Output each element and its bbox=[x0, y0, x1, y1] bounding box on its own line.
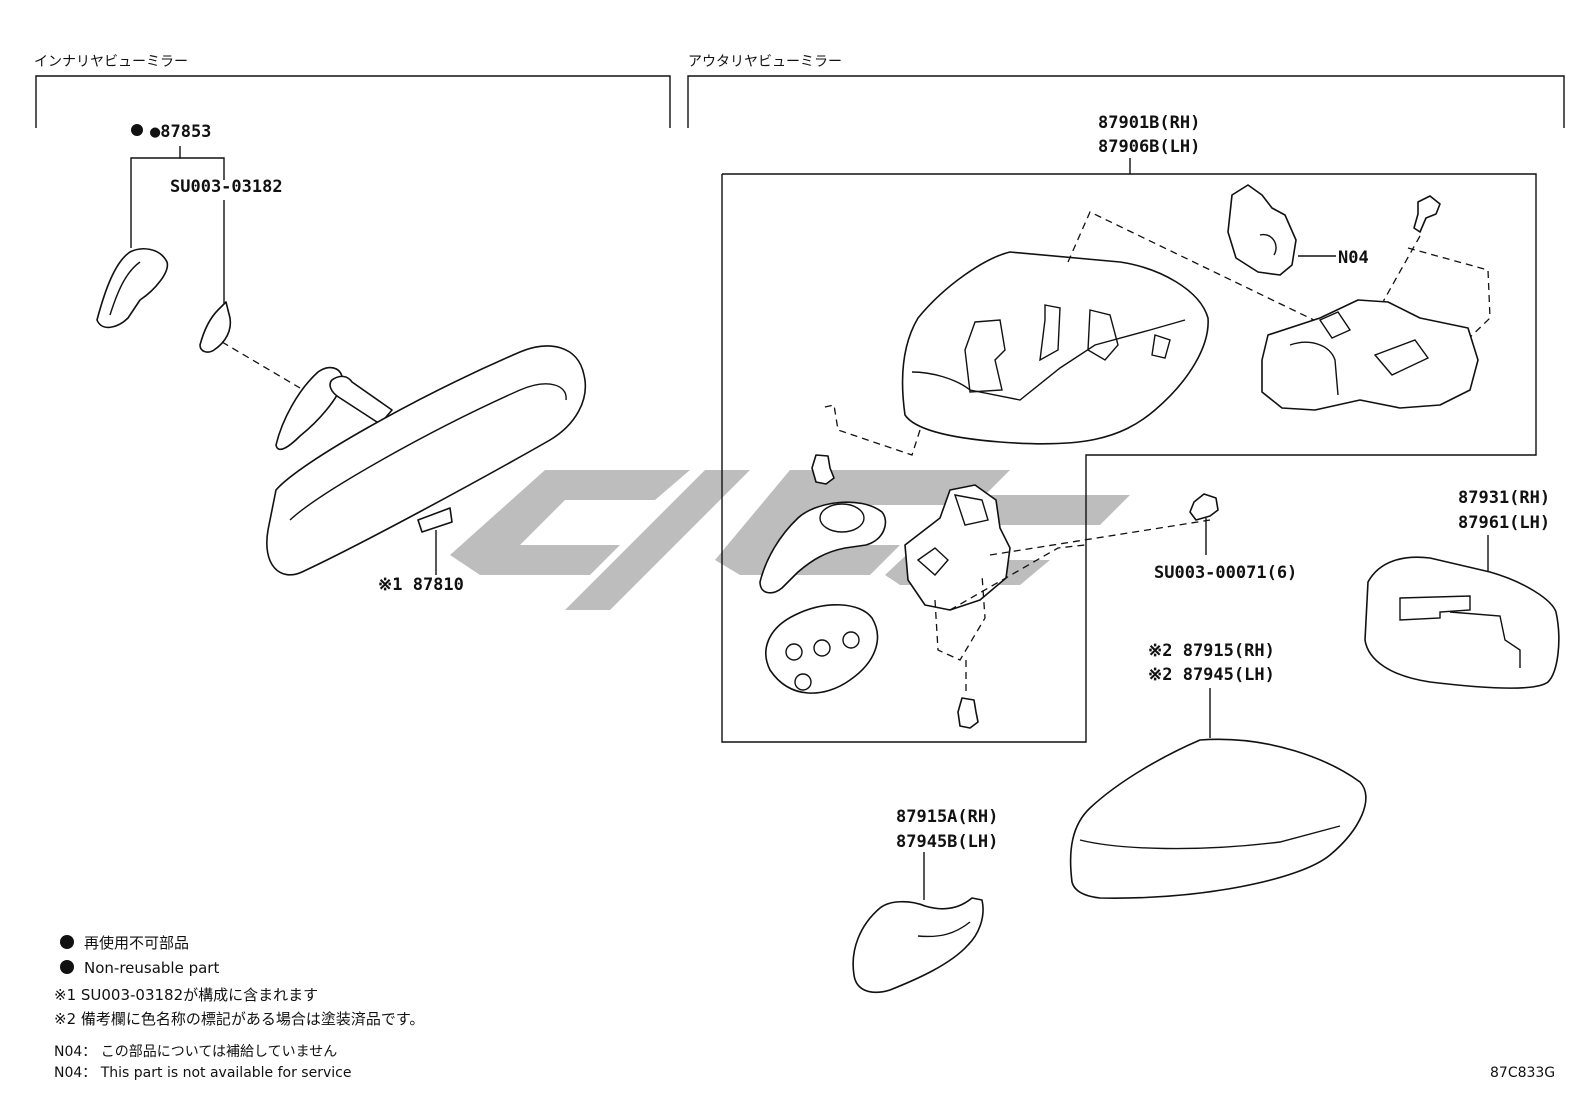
mirror-housing-part bbox=[901, 251, 1209, 445]
mirror-cover-outer bbox=[1069, 738, 1367, 899]
screw-left bbox=[811, 454, 835, 485]
label-87915a-rh: 87915A(RH) bbox=[896, 807, 998, 827]
dash-center-to-screw bbox=[989, 519, 1211, 556]
label-87810: ※1 87810 bbox=[378, 575, 464, 595]
label-87931-rh: 87931(RH) bbox=[1458, 488, 1550, 508]
mirror-cover-part bbox=[96, 248, 169, 329]
escutcheon-part bbox=[759, 501, 887, 594]
dash-base-right bbox=[1407, 247, 1491, 346]
dash-screw-to-base bbox=[1375, 235, 1421, 327]
mirror-bracket-part bbox=[199, 301, 232, 353]
dash-housing-top bbox=[1067, 211, 1319, 323]
label-su003-00071: SU003-00071(6) bbox=[1154, 563, 1297, 583]
mirror-base-actuator bbox=[1261, 299, 1479, 411]
label-n04: N04 bbox=[1338, 248, 1369, 268]
inner-section-bracket bbox=[35, 75, 671, 128]
legend-n04-jp: N04： この部品については補給していません bbox=[54, 1044, 337, 1060]
inner-rear-view-mirror bbox=[266, 345, 586, 576]
dash-housing-to-screw bbox=[819, 404, 921, 456]
label-87961-lh: 87961(LH) bbox=[1458, 513, 1550, 533]
legend-dot-1 bbox=[60, 935, 74, 949]
legend-non-reusable-en: Non-reusable part bbox=[84, 959, 219, 977]
motor-unit-n04 bbox=[1227, 184, 1297, 276]
mirror-glass-part bbox=[1364, 556, 1560, 689]
legend-dot-2 bbox=[60, 960, 74, 974]
leader-87853 bbox=[130, 146, 181, 248]
base-pad-part bbox=[765, 604, 879, 694]
legend-non-reusable-jp: 再使用不可部品 bbox=[84, 934, 189, 952]
outer-mirror-section-title: アウタリヤビューミラー bbox=[688, 54, 842, 70]
label-87853: ●87853 bbox=[150, 122, 211, 142]
legend-n04-en: N04： This part is not available for serv… bbox=[54, 1065, 351, 1081]
screw-su003-00071 bbox=[1189, 493, 1219, 521]
center-bracket-part bbox=[904, 484, 1011, 611]
dash-center-cage2 bbox=[949, 544, 1086, 611]
leader-su003-03182 bbox=[180, 157, 225, 180]
dash-bracket-to-mirror bbox=[221, 341, 301, 389]
figure-id: 87C833G bbox=[1490, 1065, 1555, 1081]
lower-cover-part bbox=[852, 897, 984, 994]
assembly-frame bbox=[721, 173, 1537, 743]
outer-section-bracket bbox=[687, 75, 1565, 128]
screw-bottom bbox=[957, 697, 979, 729]
dash-center-cage bbox=[934, 574, 986, 661]
label-87945b-lh: 87945B(LH) bbox=[896, 832, 998, 852]
label-87906b-lh: 87906B(LH) bbox=[1098, 137, 1200, 157]
label-su003-03182: SU003-03182 bbox=[170, 177, 283, 197]
label-87915-rh: ※2 87915(RH) bbox=[1148, 641, 1275, 661]
inner-mirror-section-title: インナリヤビューミラー bbox=[34, 54, 188, 70]
label-87901b-rh: 87901B(RH) bbox=[1098, 113, 1200, 133]
screw-top bbox=[1413, 195, 1441, 233]
legend-note-2: ※2 備考欄に色名称の標記がある場合は塗装済品です。 bbox=[54, 1010, 424, 1028]
legend-note-1: ※1 SU003-03182が構成に含まれます bbox=[54, 986, 318, 1004]
non-reusable-dot bbox=[131, 124, 143, 136]
label-87945-lh: ※2 87945(LH) bbox=[1148, 665, 1275, 685]
